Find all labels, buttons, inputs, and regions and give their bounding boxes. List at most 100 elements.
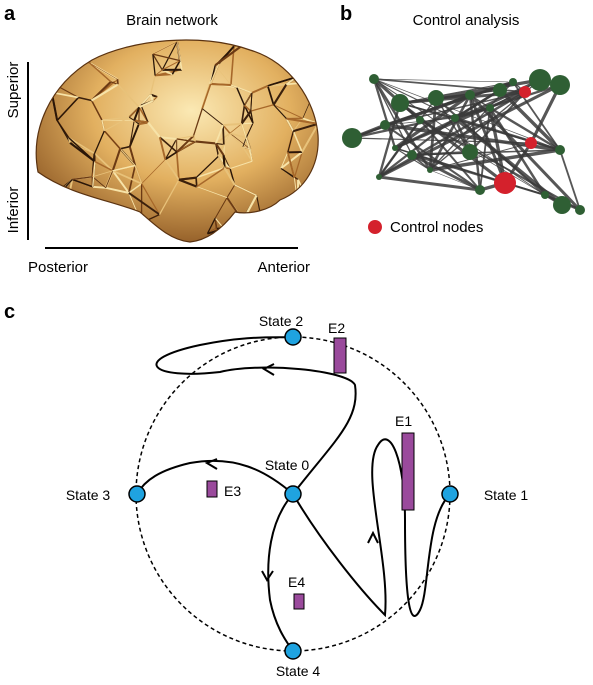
brain-mesh-edge (65, 206, 76, 229)
control-network-edge (419, 119, 546, 196)
brain-mesh-edge (229, 123, 242, 134)
brain-mesh-edge (58, 39, 80, 53)
energy-label-e3: E3 (224, 483, 241, 499)
brain-mesh-edge (214, 142, 225, 156)
brain-mesh-edge (214, 218, 218, 229)
brain-mesh-edge (242, 220, 256, 235)
control-network-edge (428, 94, 472, 171)
brain-mesh-edge (40, 196, 51, 225)
brain-mesh-edge (206, 217, 216, 234)
brain-mesh-edge (90, 100, 103, 121)
brain-mesh-edge (162, 60, 181, 71)
state-label-2: State 2 (259, 313, 304, 329)
brain-mesh-edge (242, 218, 262, 222)
brain-mesh-edge (158, 137, 167, 160)
brain-mesh-edge (261, 218, 270, 228)
brain-mesh-edge (194, 140, 216, 145)
brain-mesh-edge (269, 224, 288, 228)
brain-mesh-edge (103, 130, 121, 150)
brain-mesh-edge (35, 227, 36, 229)
brain-mesh-edge (155, 73, 173, 77)
state-label-1: State 1 (484, 487, 529, 503)
brain-mesh-edge (288, 42, 298, 78)
brain-mesh-edge (268, 227, 277, 243)
brain-mesh-edge (111, 148, 122, 172)
brain-mesh-edge (55, 196, 68, 208)
brain-mesh-edge (74, 228, 79, 230)
brain-mesh-edge (245, 122, 254, 138)
control-network-edge (394, 147, 546, 196)
brain-mesh-edge (214, 65, 232, 86)
control-network-edge (384, 124, 481, 191)
brain-mesh-edge (36, 39, 59, 59)
trajectory-to-state-1 (292, 438, 451, 618)
brain-mesh-edge (286, 215, 296, 227)
brain-mesh-edge (93, 130, 105, 154)
control-network-edge (411, 150, 471, 157)
brain-mesh-edge (58, 39, 85, 53)
brain-mesh-edge (272, 83, 288, 106)
brain-mesh-edge (288, 42, 295, 48)
brain-mesh-edge (201, 83, 212, 109)
brain-mesh-edge (36, 35, 56, 36)
brain-outline (35, 39, 319, 243)
panel-a-letter: a (4, 3, 16, 25)
brain-mesh-edge (51, 83, 53, 93)
brain-mesh-edge (72, 178, 94, 188)
brain-mesh-edge (128, 183, 143, 194)
brain-mesh-edge (128, 123, 140, 148)
brain-mesh-edge (293, 40, 309, 47)
brain-mesh-edge (176, 138, 195, 143)
brain-mesh-edge (152, 41, 178, 55)
control-network-edge (377, 102, 402, 178)
brain-mesh-edge (229, 132, 247, 139)
control-node (525, 137, 537, 149)
brain-mesh-edge (91, 83, 119, 102)
brain-mesh-edge (236, 87, 246, 106)
brain-mesh-edge (57, 35, 60, 37)
brain-mesh-edge (222, 122, 242, 127)
brain-mesh-edge (195, 155, 219, 179)
brain-mesh-edge (192, 108, 203, 137)
brain-mesh-edge (101, 116, 130, 121)
trajectory-to-state-2 (155, 336, 357, 495)
brain-mesh-edge (176, 41, 181, 61)
state-node-0 (284, 485, 302, 503)
brain-mesh-edge (133, 106, 141, 121)
brain-mesh-edge (269, 227, 277, 243)
control-network-edge (378, 175, 481, 192)
control-network-edge (378, 117, 456, 178)
brain-mesh-edge (209, 82, 231, 86)
panel-b-title: Control analysis (413, 12, 520, 29)
brain-mesh-edge (66, 227, 102, 230)
brain-mesh-edge (196, 186, 228, 198)
brain-mesh-edge (56, 39, 79, 52)
brain-mesh-edge (68, 137, 96, 163)
brain-mesh-edge (286, 117, 319, 125)
brain-mesh-edge (240, 110, 252, 125)
brain-mesh-edge (101, 221, 142, 230)
brain-mesh-edge (105, 170, 114, 188)
brain-mesh-edge (176, 135, 194, 140)
brain-mesh-edge (289, 42, 319, 52)
trajectory-to-state-4 (267, 493, 294, 652)
brain-mesh-edge (307, 39, 319, 52)
state-label-3: State 3 (66, 487, 111, 503)
control-network-edge (399, 81, 514, 104)
brain-mesh-edge (164, 138, 178, 160)
brain-mesh-edge (40, 196, 51, 225)
brain-mesh-edge (209, 63, 220, 85)
axis-label-inferior: Inferior (5, 187, 22, 234)
brain-mesh-edge (37, 82, 53, 88)
energy-label-e1: E1 (395, 413, 412, 429)
brain-mesh-edge (224, 222, 242, 231)
energy-label-e4: E4 (288, 574, 305, 590)
brain-mesh-edge (240, 219, 244, 224)
brain-mesh-edge (89, 62, 112, 83)
control-network-edge (559, 149, 581, 211)
panel-b: b Control analysis Control nodes (340, 3, 585, 236)
brain-mesh-edge (36, 223, 42, 228)
legend-control-nodes-label: Control nodes (390, 219, 483, 236)
brain-mesh-edge (138, 100, 154, 109)
brain-mesh-edge (293, 45, 319, 52)
